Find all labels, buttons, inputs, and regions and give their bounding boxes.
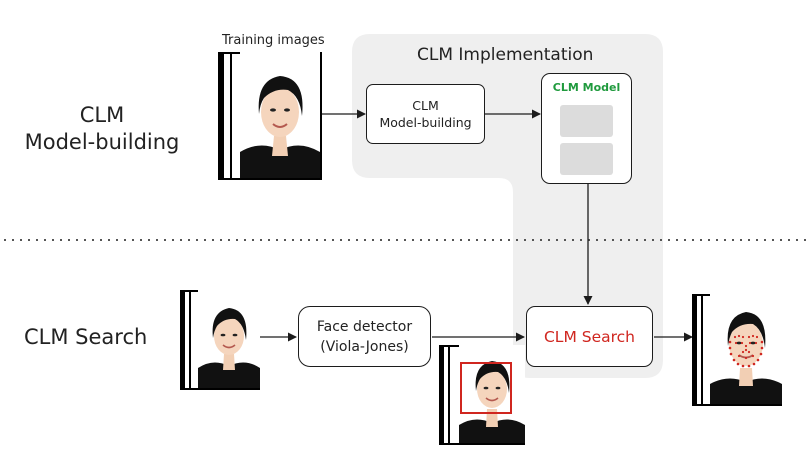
training-images-caption: Training images bbox=[222, 33, 325, 48]
clm-implementation-title: CLM Implementation bbox=[417, 45, 594, 65]
clm-search-section-label: CLM Search bbox=[24, 325, 148, 349]
input-image-stack bbox=[180, 290, 260, 390]
detected-face-image-stack bbox=[439, 345, 525, 445]
training-images-stack bbox=[218, 52, 322, 180]
clm-search-box: CLM Search bbox=[526, 306, 653, 367]
clm-search-box-label: CLM Search bbox=[543, 327, 635, 346]
clm-model-building-box: CLM Model-building bbox=[366, 84, 485, 144]
model-building-label-line1: CLM bbox=[79, 103, 125, 127]
output-landmarks-image-stack bbox=[692, 294, 782, 406]
face-detector-label-line2: (Viola-Jones) bbox=[320, 338, 409, 355]
facial-landmark-points bbox=[728, 334, 764, 368]
clm-model-component-1 bbox=[560, 105, 613, 137]
clm-builder-label-line1: CLM bbox=[412, 98, 439, 113]
face-detector-label-line1: Face detector bbox=[316, 318, 413, 335]
clm-model-component-2 bbox=[560, 143, 613, 175]
model-building-label-line2: Model-building bbox=[24, 130, 180, 154]
clm-model-title: CLM Model bbox=[552, 81, 621, 94]
face-detector-box: Face detector (Viola-Jones) bbox=[298, 306, 431, 367]
model-building-section-label: CLM Model-building bbox=[14, 102, 190, 156]
face-detection-rectangle bbox=[460, 362, 512, 414]
clm-builder-label-line2: Model-building bbox=[379, 115, 472, 130]
